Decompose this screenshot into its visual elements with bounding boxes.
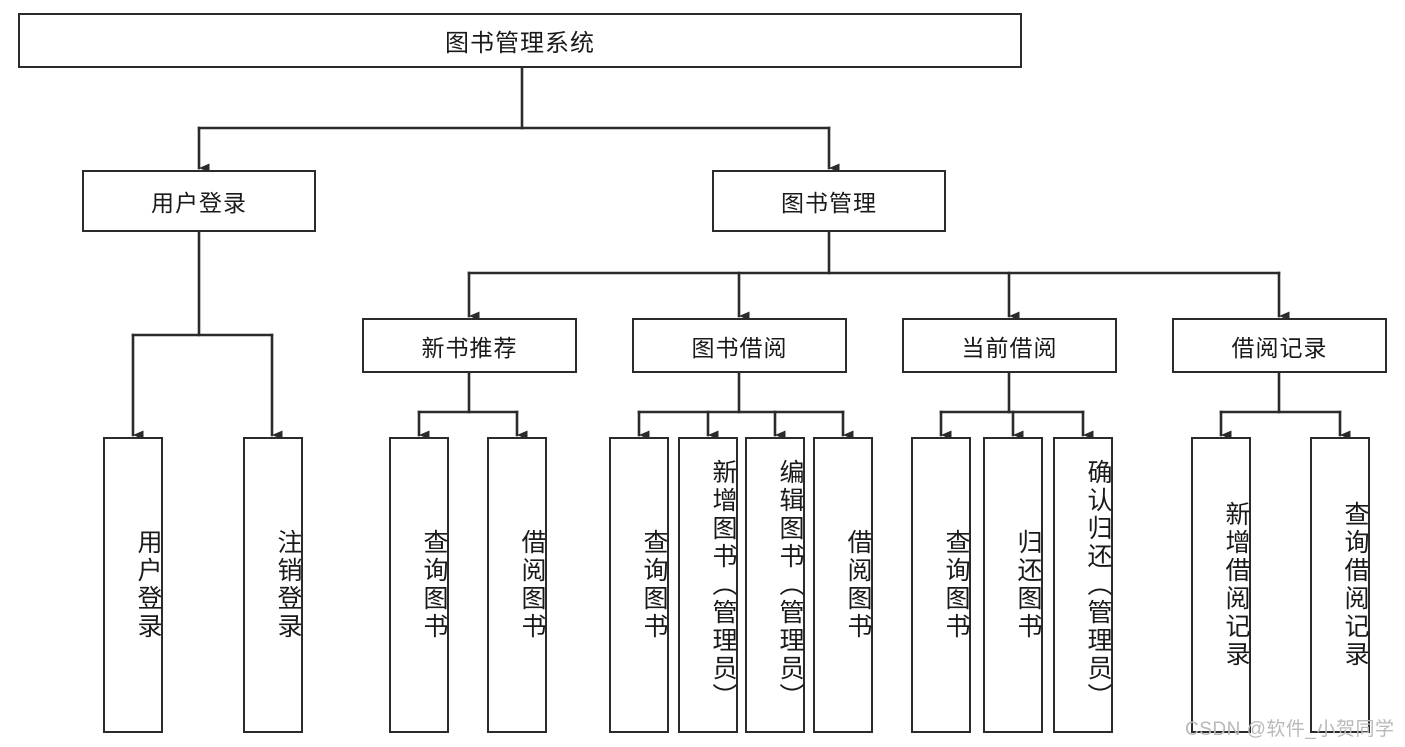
leaf-label: 借阅图书: [518, 529, 546, 641]
node-leaf-add-book-admin[interactable]: 新增图书（管理员）: [678, 437, 738, 733]
node-leaf-query-book-c[interactable]: 查询图书: [911, 437, 971, 733]
leaf-label: 查询图书: [420, 529, 448, 641]
leaf-label: 借阅图书: [844, 529, 872, 641]
node-leaf-query-book-b[interactable]: 查询图书: [609, 437, 669, 733]
node-leaf-return-book[interactable]: 归还图书: [983, 437, 1043, 733]
leaf-label: 用户登录: [134, 529, 162, 641]
leaf-label: 新增图书（管理员）: [709, 459, 737, 711]
leaf-label: 确认归还（管理员）: [1084, 459, 1112, 711]
node-leaf-confirm-return-admin[interactable]: 确认归还（管理员）: [1053, 437, 1113, 733]
node-book-management-system[interactable]: 图书管理系统: [18, 13, 1022, 68]
leaf-label: 归还图书: [1014, 529, 1042, 641]
node-leaf-borrow-book-a[interactable]: 借阅图书: [487, 437, 547, 733]
node-book-borrowing[interactable]: 图书借阅: [632, 318, 847, 373]
leaf-label: 编辑图书（管理员）: [776, 459, 804, 711]
node-book-management[interactable]: 图书管理: [712, 170, 946, 232]
node-leaf-query-borrow-record[interactable]: 查询借阅记录: [1310, 437, 1370, 733]
leaf-label: 新增借阅记录: [1222, 501, 1250, 669]
leaf-label: 注销登录: [274, 529, 302, 641]
node-user-login[interactable]: 用户登录: [82, 170, 316, 232]
node-new-book-recommendation[interactable]: 新书推荐: [362, 318, 577, 373]
node-leaf-query-book-a[interactable]: 查询图书: [389, 437, 449, 733]
node-leaf-logout[interactable]: 注销登录: [243, 437, 303, 733]
node-leaf-add-borrow-record[interactable]: 新增借阅记录: [1191, 437, 1251, 733]
leaf-label: 查询借阅记录: [1341, 501, 1369, 669]
node-leaf-user-login[interactable]: 用户登录: [103, 437, 163, 733]
node-borrowing-record[interactable]: 借阅记录: [1172, 318, 1387, 373]
leaf-label: 查询图书: [942, 529, 970, 641]
node-leaf-edit-book-admin[interactable]: 编辑图书（管理员）: [745, 437, 805, 733]
node-leaf-borrow-book-b[interactable]: 借阅图书: [813, 437, 873, 733]
leaf-label: 查询图书: [640, 529, 668, 641]
node-current-borrowing[interactable]: 当前借阅: [902, 318, 1117, 373]
